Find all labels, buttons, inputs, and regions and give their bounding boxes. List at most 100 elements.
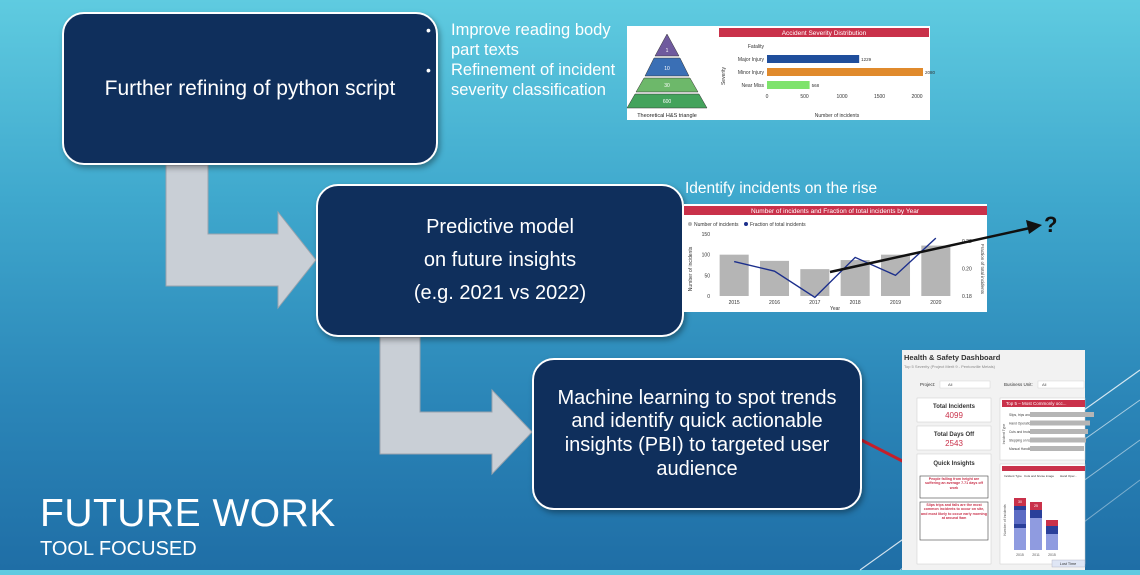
top5-ylabel: Incident Type [1002,424,1006,445]
insight-2: Slips trips and falls are the most commo… [921,503,987,520]
bent-arrow-2 [379,336,533,476]
bullet-item: Refinement of incident severity classifi… [426,60,626,100]
severity-category-label: Near Miss [741,83,764,89]
dashboard-svg: Health & Safety Dashboard Top 5 Severity… [902,350,1094,570]
bar-year: 2015 [1048,553,1056,557]
year-y-tick-label: 100 [702,253,711,259]
incidents-year-svg: Number of incidents and Fraction of tota… [684,206,987,312]
pyramid-level-label: 600 [663,99,672,105]
slide-title-block: FUTURE WORK TOOL FOCUSED [40,492,336,561]
year-y2label: Fraction of total incidents [980,244,985,295]
filter-project-value: All [948,382,953,387]
bar-year: 2015 [1016,553,1024,557]
severity-xlabel: Number of incidents [815,113,860,119]
filter-unit-value: All [1042,382,1047,387]
slide-title: FUTURE WORK [40,492,336,535]
kpi-days-off-label: Total Days Off [934,432,975,438]
top5-item-label: Hand Operation [1009,422,1032,426]
question-mark: ? [1044,212,1058,237]
year-bar [840,260,870,296]
incidents-year-panel: Number of incidents and Fraction of tota… [684,204,987,312]
year-x-tick-label: 2016 [769,300,780,306]
year-y-tick-label: 0 [707,294,710,300]
severity-bar [767,68,923,76]
pyramid-caption: Theoretical H&S triangle [637,113,697,119]
severity-ylabel: Severity [721,66,727,85]
step-3-label: Machine learning to spot trends and iden… [557,386,837,480]
kpi-total-incidents-label: Total Incidents [933,404,976,410]
slide-subtitle: TOOL FOCUSED [40,538,197,560]
rise-label: Identify incidents on the rise [685,180,878,197]
year-x-tick-label: 2017 [809,300,820,306]
step-2-line-2: on future insights [423,249,577,271]
step-box-refine-script: Further refining of python script [62,12,438,165]
hs-pyramid: 1 10 30 600 Theoretical H&S triangle [626,33,708,119]
year-chart-title: Number of incidents and Fraction of tota… [751,208,920,215]
top5-bar [1030,412,1094,417]
dashboard-title: Health & Safety Dashboard [904,353,1001,362]
year-y-tick-label: 150 [702,232,711,238]
step-box-predictive-model: Predictive model on future insights (e.g… [316,184,684,337]
top5-bar [1030,446,1084,451]
top5-bar [1030,437,1086,443]
step-1-label: Further refining of python script [104,76,396,100]
step-box-machine-learning: Machine learning to spot trends and iden… [532,358,862,510]
year-y2-tick-label: 0.20 [962,266,972,272]
kpi-total-incidents-value: 4099 [945,411,963,420]
insight-1: People falling from height are suffering… [925,477,983,490]
year-y2-tick-label: 0.18 [962,294,972,300]
top5-item-label: Stepping on to... [1009,439,1033,443]
bullet-item: Improve reading body part texts [426,20,626,60]
severity-category-label: Minor Injury [738,70,765,76]
year-x-tick-label: 2015 [729,300,740,306]
severity-data-label: 568 [812,83,820,88]
refinement-bullets: Improve reading body part texts Refineme… [426,20,626,100]
year-y-tick-label: 50 [704,273,710,279]
filter-project-label: Project: [920,382,935,387]
lost-time-button: Lost Time [1060,562,1076,566]
year-xlabel: Year [830,306,840,312]
filter-unit-label: Business Unit: [1004,382,1033,387]
top5-item-label: Slips, trips and... [1009,413,1033,417]
severity-tick-label: 500 [800,94,809,100]
severity-data-label: 2080 [925,70,936,75]
bar-legend-item: Hand Oper... [1060,474,1077,478]
dashboard-screenshot: Health & Safety Dashboard Top 5 Severity… [902,350,1094,570]
pyramid-level-label: 1 [666,48,669,54]
severity-tick-label: 1000 [836,94,847,100]
pyramid-level-label: 30 [664,83,670,89]
severity-chart-title: Accident Severity Distribution [782,30,867,37]
step-2-line-1: Predictive model [426,216,574,238]
bent-arrow-1 [165,164,317,310]
top5-item-label: Manual Handli... [1009,447,1033,451]
year-x-tick-label: 2020 [930,300,941,306]
top5-bar [1030,429,1088,434]
step-2-line-3: (e.g. 2021 vs 2022) [413,282,587,304]
top5-title: Top 5 – Most Commonly occ... [1006,401,1067,406]
kpi-days-off-value: 2543 [945,439,963,448]
severity-svg: 1 10 30 600 Theoretical H&S triangle Acc… [626,28,936,119]
year-ylabel: Number of incidents [688,246,694,291]
year-bar [719,254,749,296]
dashboard-subtitle: Top 5 Severity (Project Merit 9 - Penton… [904,364,996,369]
bar-year: 2011 [1032,553,1040,557]
severity-tick-label: 1500 [874,94,885,100]
severity-tick-label: 2000 [911,94,922,100]
bar-ylabel: Number of Incidents [1003,504,1007,536]
year-y2-tick-label: 0.22 [962,239,972,245]
severity-data-label: 1229 [861,57,872,62]
year-bar [759,260,790,296]
bar-value: 30 [1018,500,1022,504]
severity-category-label: Fatality [748,44,765,50]
severity-category-label: Major Injury [738,57,765,63]
pyramid-level-label: 10 [664,66,670,72]
bar-value: 25 [1034,504,1038,508]
top5-item-label: Cuts and bruis... [1009,430,1033,434]
top5-bar [1030,420,1090,426]
quick-insights-label: Quick Insights [933,461,975,467]
year-x-tick-label: 2018 [850,300,861,306]
year-bar [921,245,951,296]
